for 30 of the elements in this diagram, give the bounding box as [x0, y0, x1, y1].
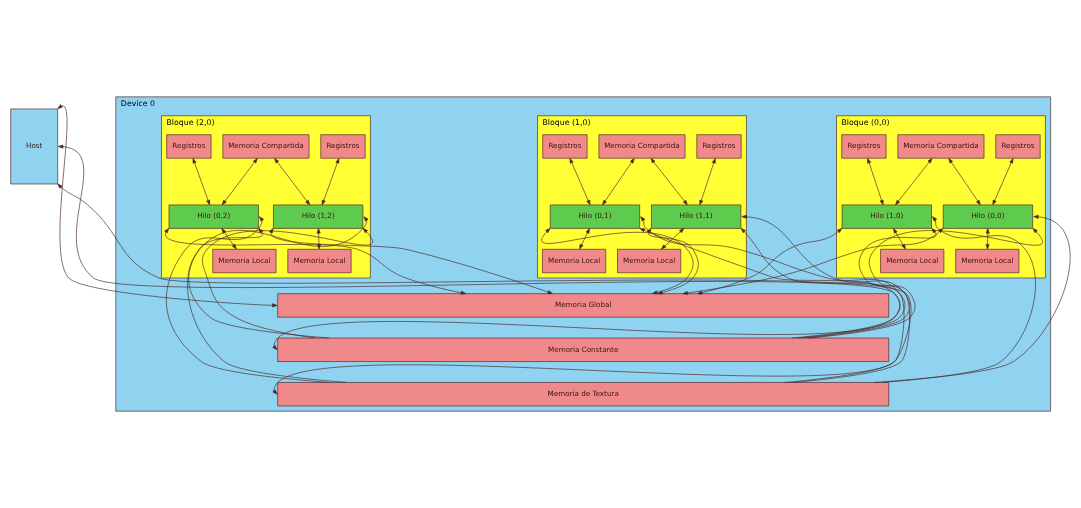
- arrow: [867, 158, 884, 206]
- arrow: [650, 158, 688, 206]
- arrow: [992, 158, 1014, 206]
- arrow: [740, 228, 906, 339]
- arrow: [57, 183, 912, 395]
- arrow: [661, 228, 685, 250]
- arrow: [697, 228, 843, 295]
- arrow: [893, 228, 906, 250]
- arrow: [269, 228, 553, 294]
- arrow: [802, 228, 937, 339]
- arrow: [569, 158, 591, 206]
- arrow: [741, 214, 910, 383]
- arrow: [321, 158, 340, 206]
- arrow: [699, 158, 716, 206]
- arrow: [985, 228, 990, 250]
- arrow: [192, 158, 211, 206]
- arrow: [221, 158, 258, 206]
- arrow: [640, 216, 905, 383]
- arrow: [274, 158, 311, 206]
- arrow: [579, 228, 590, 250]
- arrow: [873, 214, 1071, 383]
- arrow: [602, 158, 635, 206]
- arrow: [221, 228, 237, 250]
- arrow: [948, 158, 981, 206]
- arrow: [187, 216, 369, 383]
- arrow: [895, 158, 933, 206]
- arrow: [58, 144, 901, 351]
- arrow: [646, 228, 699, 295]
- arrow: [166, 216, 330, 383]
- arrow: [639, 228, 901, 339]
